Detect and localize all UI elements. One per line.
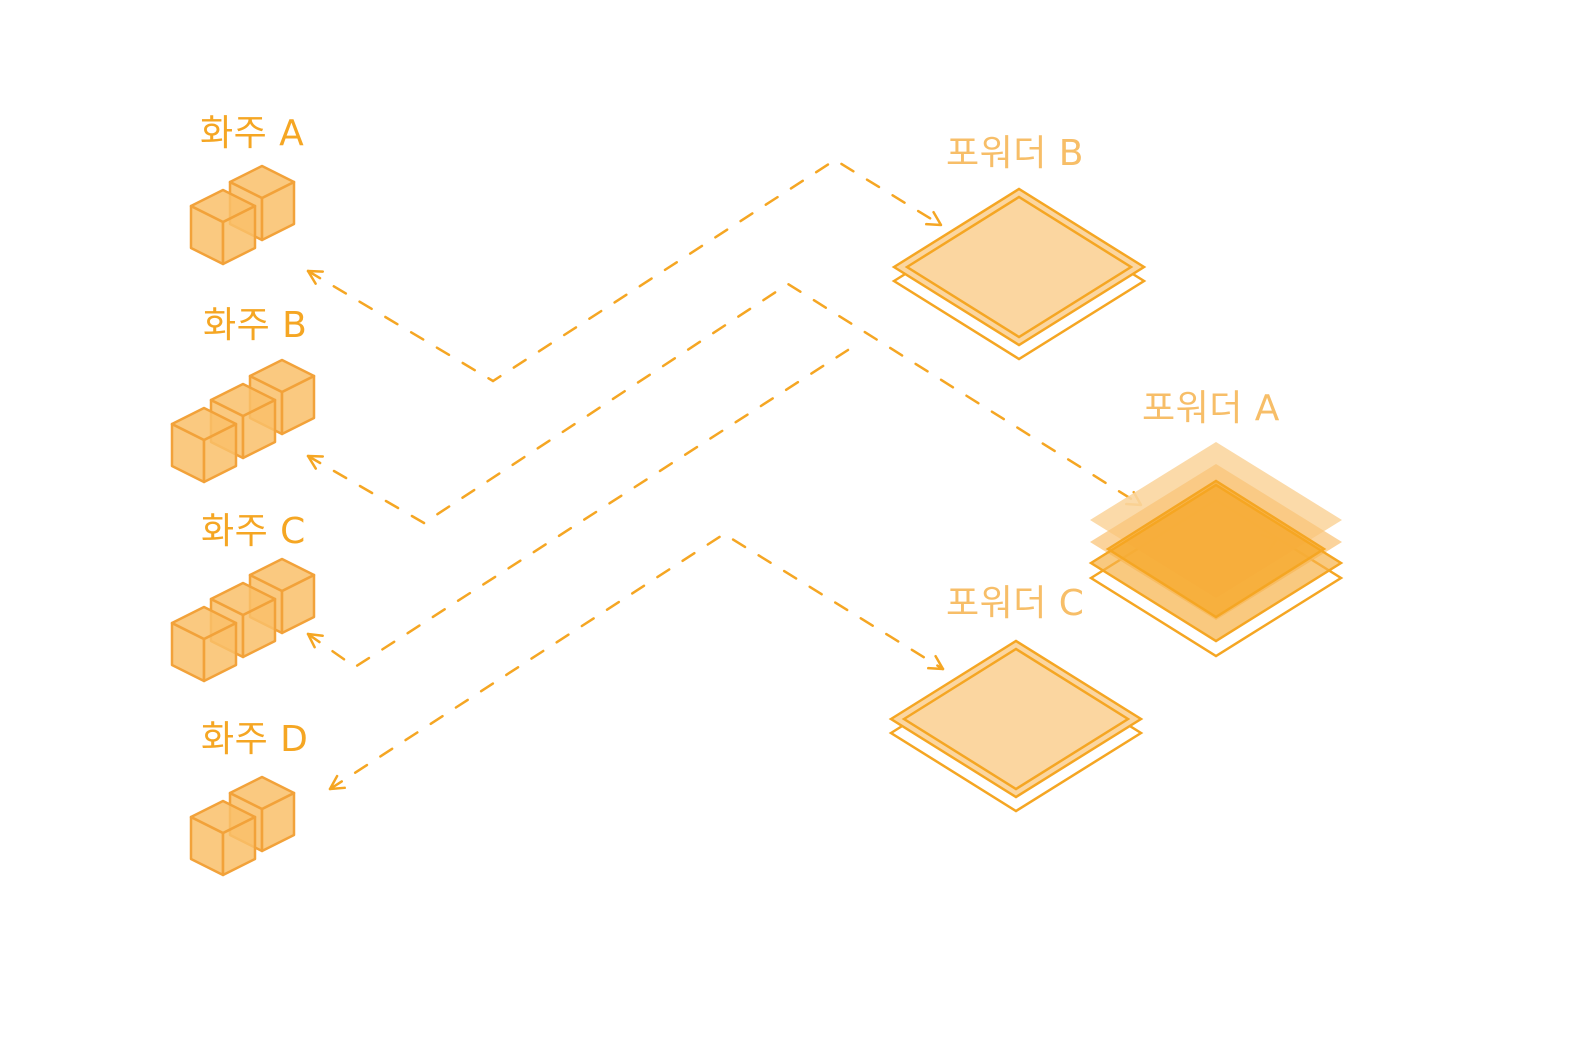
forwarder-a-label: 포워더 A xyxy=(1142,388,1280,429)
forwarder-plates xyxy=(888,187,1344,813)
flow-shipper-d-forwarder-c xyxy=(328,532,945,791)
forwarder-b-plate xyxy=(891,187,1147,361)
shipper-a-label: 화주 A xyxy=(200,113,305,154)
flow-shipper-c-forwarder-a xyxy=(306,348,850,669)
forwarder-a-plate xyxy=(1088,442,1344,658)
forwarder-c-label: 포워더 C xyxy=(946,583,1085,624)
flow-arrows xyxy=(306,158,1278,791)
shipper-b-cube xyxy=(170,406,238,484)
shipper-a-cube xyxy=(189,188,257,266)
shipper-cubes xyxy=(170,164,316,877)
flow-shipper-a-forwarder-b xyxy=(306,158,943,383)
forwarder-b-label: 포워더 B xyxy=(946,133,1085,174)
shipper-c-label: 화주 C xyxy=(201,511,306,552)
shipper-d-cube xyxy=(189,799,257,877)
shipper-c-cube xyxy=(170,605,238,683)
forwarder-c-plate xyxy=(888,639,1144,813)
shipper-b-label: 화주 B xyxy=(203,305,308,346)
shipper-d-label: 화주 D xyxy=(201,719,309,760)
